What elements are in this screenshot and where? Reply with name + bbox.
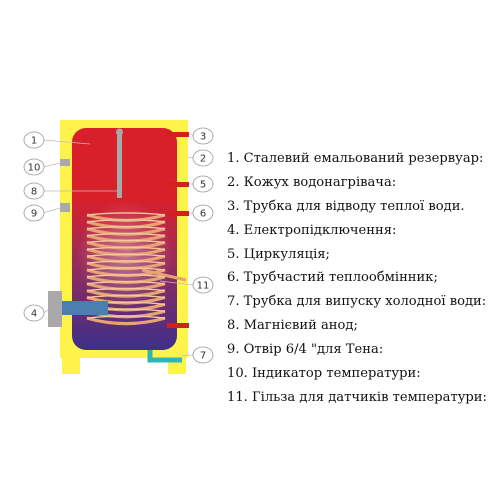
cold-water-pipe — [147, 350, 182, 363]
callout-11-number: 11 — [197, 281, 210, 292]
callout-6: 6 — [192, 204, 214, 222]
coil-turn-back — [86, 246, 166, 251]
callout-7-number: 7 — [200, 351, 206, 362]
coil-heat-exchanger — [86, 212, 166, 326]
callout-10-number: 10 — [28, 163, 41, 174]
heat-exchanger-pipe-top — [167, 211, 189, 216]
coil-turn-back — [86, 281, 166, 285]
legend-item: 3. Трубка для відводу теплої води. — [227, 198, 465, 214]
leader-line — [159, 280, 194, 286]
callout-6-number: 6 — [200, 209, 206, 220]
callout-11: 11 — [192, 276, 214, 294]
coil-turn-back — [86, 260, 166, 264]
legend-item: 2. Кожух водонагрівача: — [227, 174, 397, 190]
callout-1: 1 — [23, 131, 45, 149]
callout-4: 4 — [23, 304, 45, 322]
sensor-sleeve — [141, 268, 187, 282]
coil-turn-back — [86, 253, 166, 257]
legend-list: 1. Сталевий емальований резервуар: 2. Ко… — [227, 147, 487, 410]
anode-cap — [116, 128, 123, 136]
leader-line — [42, 139, 91, 145]
leader-line — [188, 133, 194, 136]
callout-2: 2 — [192, 149, 214, 167]
boiler-diagram: 1 10 8 9 4 3 2 5 6 11 7 — [23, 120, 214, 374]
leader-lines — [42, 133, 194, 357]
temperature-indicator — [60, 159, 70, 166]
coil-turn-back — [86, 239, 166, 244]
coil-turn-back — [86, 219, 166, 223]
callout-3-number: 3 — [200, 132, 206, 143]
legend-item: 5. Циркуляція; — [227, 246, 330, 262]
callout-7: 7 — [192, 346, 214, 364]
legend-item: 10. Індикатор температури: — [227, 366, 421, 382]
leader-line — [187, 156, 194, 159]
coil-turn — [86, 316, 166, 326]
callout-2-number: 2 — [200, 154, 206, 165]
coil-turn-back — [86, 232, 166, 237]
casing-foot-left — [62, 358, 80, 374]
legend-item: 4. Електропідключення: — [227, 222, 397, 238]
legend-item: 7. Трубка для випуску холодної води: — [227, 294, 487, 310]
coil-turn-back — [86, 226, 166, 230]
coil-turn-back — [86, 287, 166, 292]
callout-1-number: 1 — [31, 136, 37, 147]
callout-3: 3 — [192, 127, 214, 145]
leader-line — [181, 354, 194, 357]
legend-item: 6. Трубчастий теплообмінник; — [227, 270, 438, 286]
coil-turn-back — [86, 294, 166, 299]
legend-item: 1. Сталевий емальований резервуар: — [227, 151, 484, 166]
magnesium-anode — [117, 132, 122, 198]
callout-10: 10 — [23, 158, 45, 176]
coil-turn-back — [86, 274, 166, 278]
callout-9: 9 — [23, 204, 45, 222]
leader-line — [42, 162, 61, 168]
coil-turn-back — [86, 212, 166, 216]
coil-turn-back — [86, 315, 166, 319]
hot-water-outlet-pipe — [167, 132, 189, 137]
callout-8: 8 — [23, 182, 45, 200]
callout-4-number: 4 — [31, 309, 37, 320]
electric-heater — [62, 301, 108, 315]
circulation-pipe — [167, 182, 189, 187]
heat-exchanger-pipe-bottom — [167, 323, 189, 328]
callout-9-number: 9 — [31, 209, 37, 220]
callout-5: 5 — [192, 175, 214, 193]
coil-turn-back — [86, 267, 166, 271]
legend-item: 9. Отвір 6/4 "для Тена: — [227, 342, 384, 358]
callout-5-number: 5 — [200, 180, 206, 191]
electric-flange — [48, 291, 62, 327]
legend-item: 11. Гільза для датчиків температури: — [227, 389, 487, 405]
callout-8-number: 8 — [31, 187, 37, 198]
legend-item: 8. Магнієвий анод; — [227, 318, 358, 334]
heater-hole — [60, 203, 70, 212]
leader-line — [42, 207, 61, 214]
